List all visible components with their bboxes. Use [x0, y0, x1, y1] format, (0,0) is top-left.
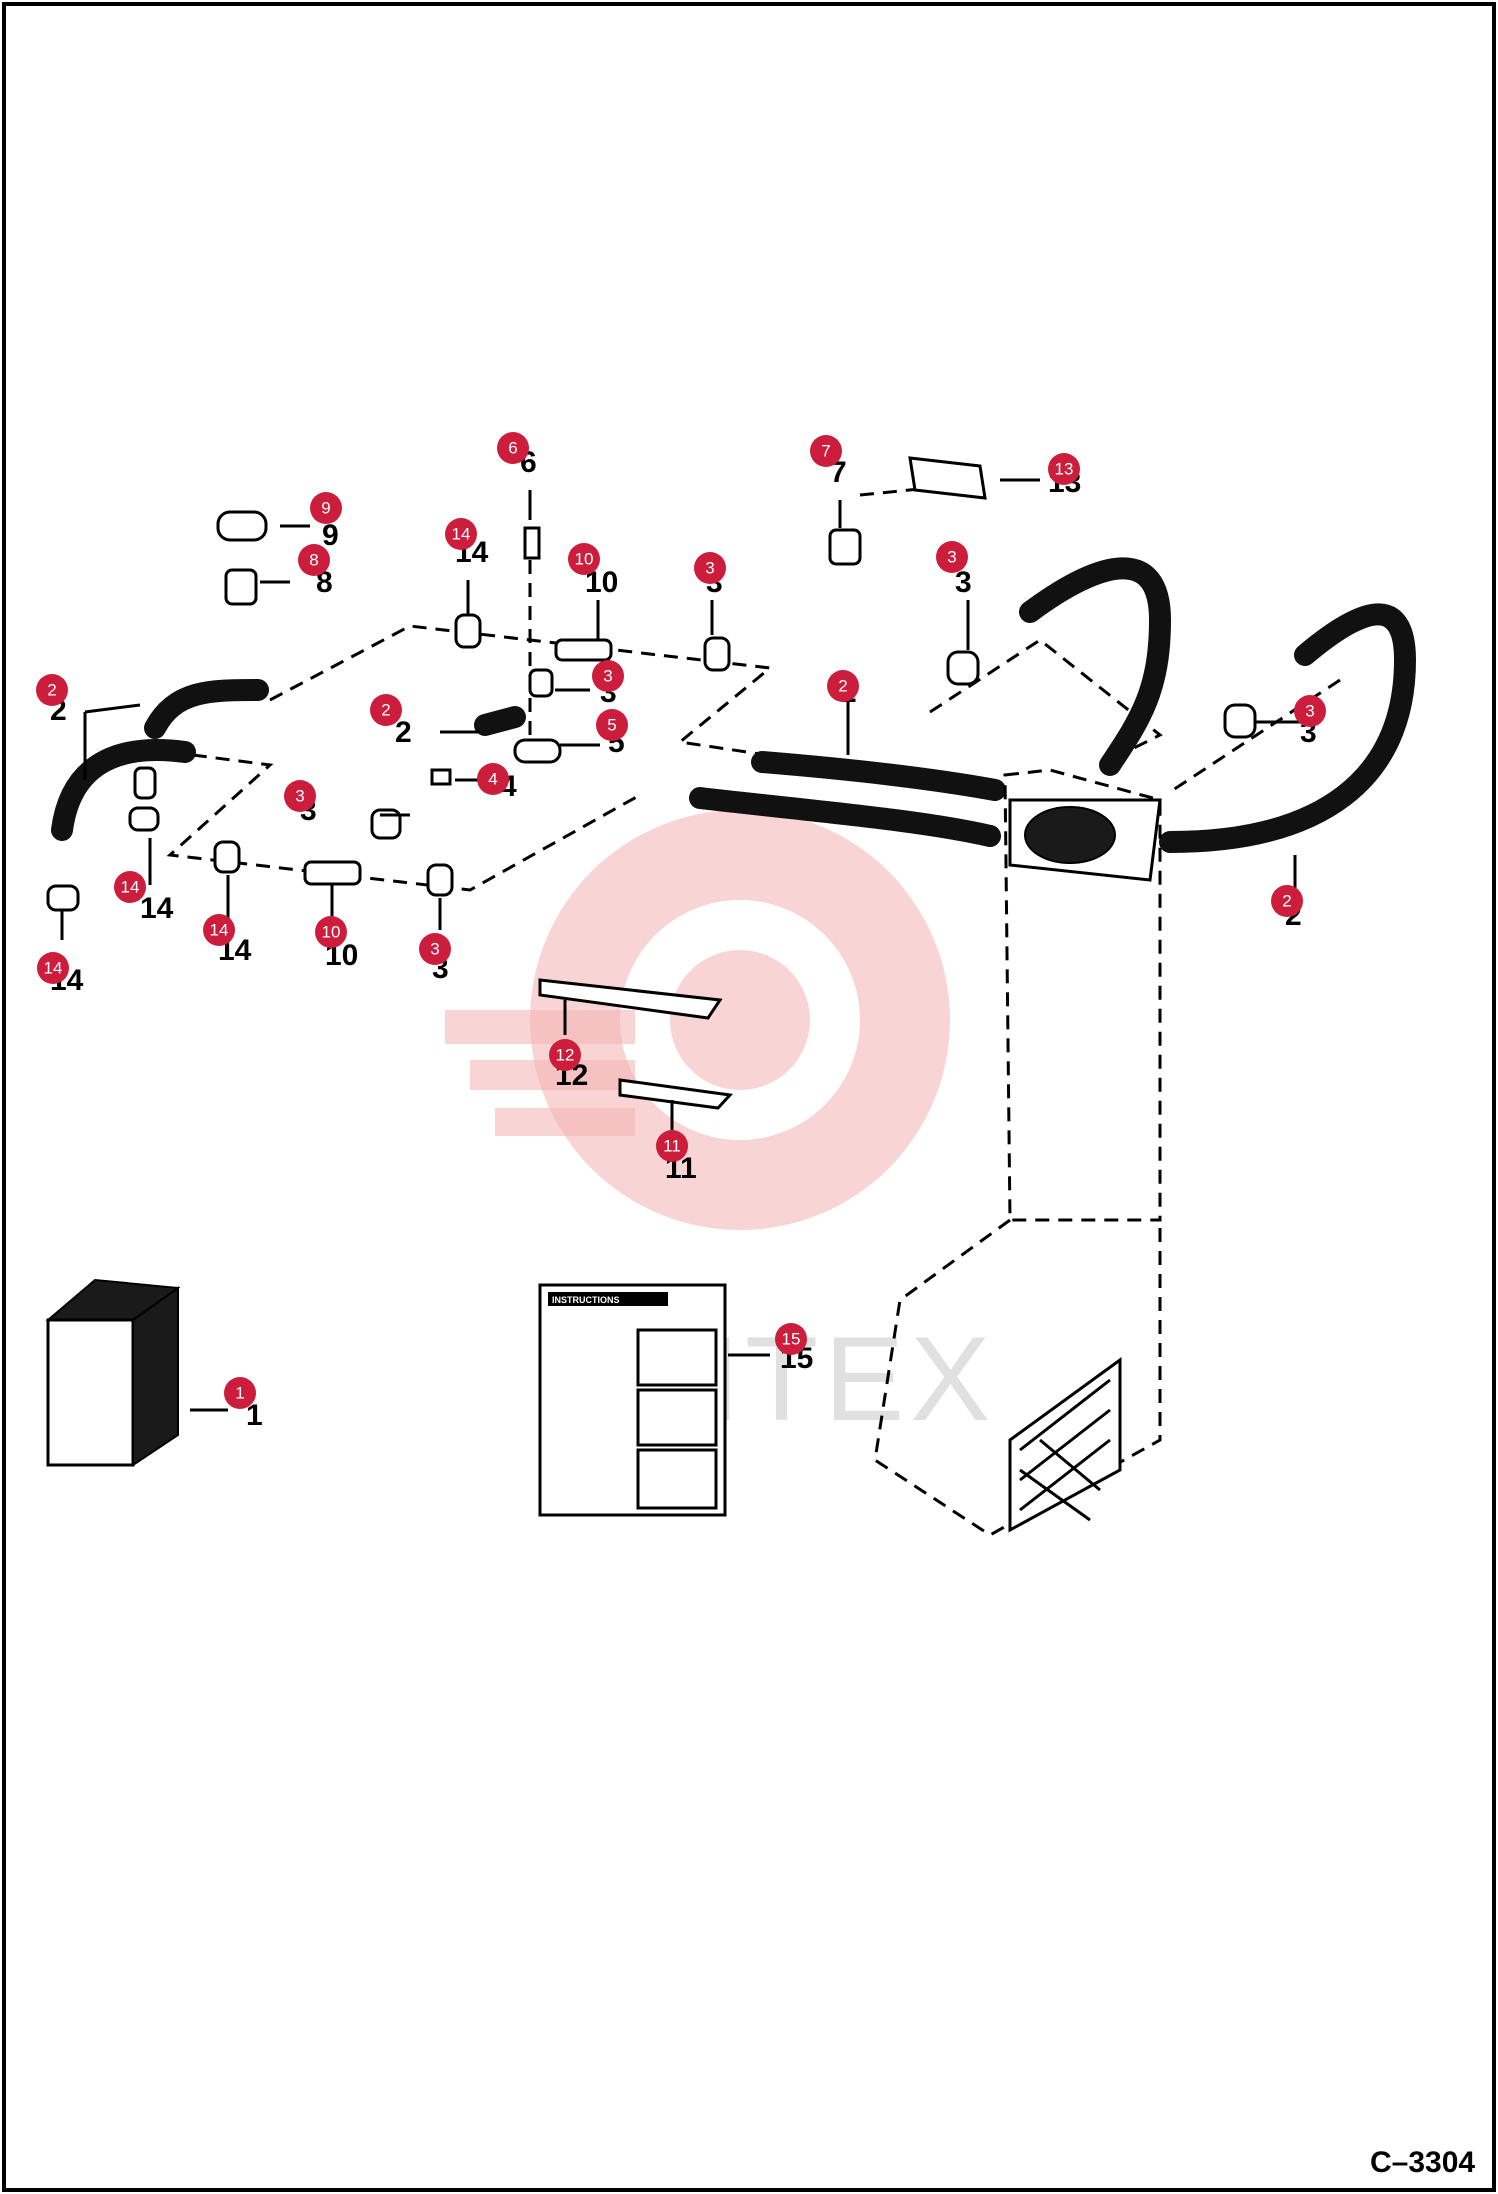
fitting-parts	[46, 456, 1257, 1110]
callout-14-label: 14	[44, 959, 63, 978]
callout-10[interactable]: 10	[315, 916, 347, 948]
callout-2[interactable]: 2	[370, 694, 402, 726]
callout-15-label: 15	[782, 1330, 801, 1349]
part-3-clamp-d	[426, 863, 454, 897]
callout-13[interactable]: 13	[1048, 453, 1080, 485]
part-14-fitting-c	[46, 884, 80, 912]
callout-4[interactable]: 4	[477, 763, 509, 795]
callout-3[interactable]: 3	[1294, 695, 1326, 727]
callout-6-label: 6	[508, 439, 517, 458]
callout-14[interactable]: 14	[203, 914, 235, 946]
part-5-clamp	[513, 738, 562, 764]
callout-3-label: 3	[705, 559, 714, 578]
callout-5-label: 5	[607, 716, 616, 735]
callout-6[interactable]: 6	[497, 432, 529, 464]
part-12-cable-tie	[538, 978, 723, 1020]
svg-text:14: 14	[140, 892, 174, 925]
callout-14-label: 14	[210, 921, 229, 940]
callout-3-label: 3	[1305, 702, 1314, 721]
callout-2[interactable]: 2	[1271, 885, 1303, 917]
callout-14-label: 14	[452, 525, 471, 544]
part-10-tee	[554, 638, 613, 662]
part-13-bracket	[908, 456, 987, 500]
part-3-clamp-f	[1223, 703, 1257, 739]
part-6-bolt	[523, 526, 541, 560]
svg-text:1: 1	[246, 1399, 263, 1432]
callout-2[interactable]: 2	[827, 670, 859, 702]
callout-7[interactable]: 7	[810, 435, 842, 467]
callout-5[interactable]: 5	[596, 709, 628, 741]
callout-2-label: 2	[47, 681, 56, 700]
callout-3[interactable]: 3	[694, 552, 726, 584]
part-4-nipple	[430, 768, 452, 786]
part-10-tee-b	[303, 860, 362, 886]
callout-3[interactable]: 3	[936, 541, 968, 573]
callout-14[interactable]: 14	[37, 952, 69, 984]
callout-3-label: 3	[295, 787, 304, 806]
callout-11[interactable]: 11	[656, 1130, 688, 1162]
callout-13-label: 13	[1055, 460, 1074, 479]
callout-10[interactable]: 10	[568, 543, 600, 575]
svg-text:9: 9	[322, 519, 339, 552]
callout-9[interactable]: 9	[310, 492, 342, 524]
callout-12-label: 12	[556, 1046, 575, 1065]
callout-3-label: 3	[603, 667, 612, 686]
callout-7-label: 7	[821, 442, 830, 461]
figure-code: C–3304	[1370, 2146, 1475, 2179]
callout-9-label: 9	[321, 499, 330, 518]
part-3-clamp-c	[370, 808, 402, 840]
part-15-instruction-sheet: INSTRUCTIONS	[538, 1283, 727, 1517]
part-3-clamp-e	[946, 650, 980, 686]
part-14-fitting	[133, 766, 157, 800]
callout-8-label: 8	[309, 551, 318, 570]
callout-10-label: 10	[322, 923, 341, 942]
leader-lines	[60, 478, 1300, 1412]
callout-14[interactable]: 14	[114, 871, 146, 903]
part-3-clamp	[703, 636, 731, 672]
part-3-clamp-b	[528, 668, 554, 698]
part-14-clamp	[454, 613, 482, 649]
callout-2-label: 2	[381, 701, 390, 720]
callout-15[interactable]: 15	[775, 1323, 807, 1355]
part-14-clamp-b	[213, 840, 241, 874]
part-7-bolt	[828, 528, 862, 566]
heater-housing	[873, 768, 1162, 1537]
part-8-plug	[224, 568, 258, 606]
svg-text:3: 3	[955, 566, 972, 599]
part-1-box	[45, 1278, 181, 1467]
callout-12[interactable]: 12	[549, 1039, 581, 1071]
hose-part-2	[51, 557, 1417, 853]
instruction-sheet-title: INSTRUCTIONS	[552, 1295, 620, 1305]
part-11-cable-tie	[618, 1078, 734, 1110]
callout-2-label: 2	[1282, 892, 1291, 911]
callout-markers: 1 2 2 2 2 3 3 3 3 3 3 4 5 6 7 8 9 10 10 …	[36, 432, 1326, 1409]
svg-text:2: 2	[395, 716, 412, 749]
callout-3-label: 3	[947, 548, 956, 567]
watermark-gear-logo	[445, 810, 950, 1230]
callout-10-label: 10	[575, 550, 594, 569]
callout-14-label: 14	[121, 878, 140, 897]
callout-11-label: 11	[663, 1137, 681, 1156]
callout-8[interactable]: 8	[298, 544, 330, 576]
part-14-fitting-b	[128, 806, 160, 832]
callout-2[interactable]: 2	[36, 674, 68, 706]
part-9-gasket	[216, 510, 268, 542]
callout-2-label: 2	[838, 677, 847, 696]
callout-3-label: 3	[430, 940, 439, 959]
callout-3[interactable]: 3	[419, 933, 451, 965]
callout-1-label: 1	[235, 1384, 244, 1403]
callout-4-label: 4	[488, 770, 497, 789]
callout-3[interactable]: 3	[284, 780, 316, 812]
callout-14[interactable]: 14	[445, 518, 477, 550]
callout-3[interactable]: 3	[592, 660, 624, 692]
callout-1[interactable]: 1	[224, 1377, 256, 1409]
